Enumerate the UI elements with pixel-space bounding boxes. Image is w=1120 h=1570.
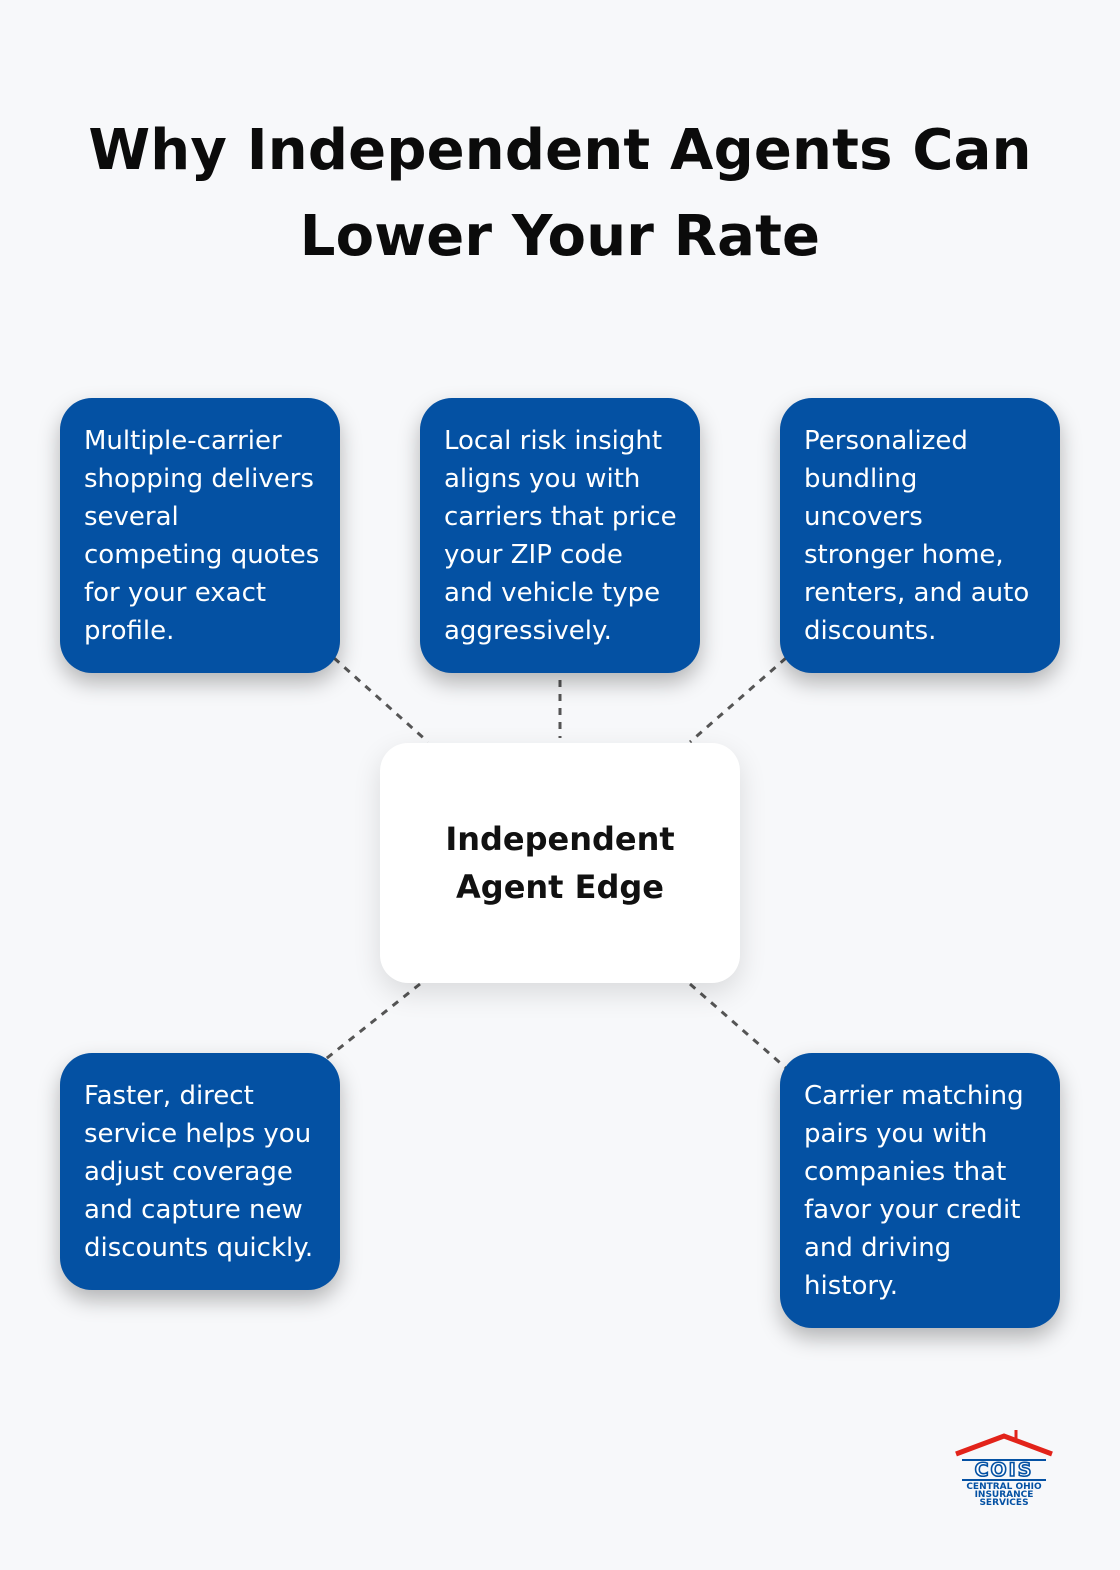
card-text: Carrier matching pairs you with companie… [804,1081,1024,1301]
card-text: Personalized bundling uncovers stronger … [804,426,1030,646]
connector-top-right [689,656,787,744]
connector-top-left [333,656,429,744]
cois-logo: COIS CENTRAL OHIO INSURANCE SERVICES [955,1430,1053,1508]
logo-roof [955,1433,1053,1457]
logo-line-1: CENTRAL OHIO [966,1482,1042,1492]
page-title: Why Independent Agents Can Lower Your Ra… [88,118,1032,269]
card-text: Local risk insight aligns you with carri… [444,426,677,646]
logo-wordmark: COIS [975,1459,1034,1481]
card-faster-direct-service: Faster, direct service helps you adjust … [60,1053,340,1290]
card-local-risk-insight: Local risk insight aligns you with carri… [420,398,700,673]
card-text: Faster, direct service helps you adjust … [84,1081,314,1263]
card-personalized-bundling: Personalized bundling uncovers stronger … [780,398,1060,673]
card-carrier-matching: Carrier matching pairs you with companie… [780,1053,1060,1328]
connector-bottom-left [321,982,421,1064]
card-multiple-carrier-shopping: Multiple-carrier shopping delivers sever… [60,398,340,673]
center-node: Independent Agent Edge [380,743,740,983]
center-label: Independent Agent Edge [445,820,675,906]
logo-line-2: INSURANCE [975,1490,1034,1500]
connector-bottom-right [689,982,787,1070]
logo-line-3: SERVICES [979,1498,1028,1508]
card-text: Multiple-carrier shopping delivers sever… [84,426,320,646]
